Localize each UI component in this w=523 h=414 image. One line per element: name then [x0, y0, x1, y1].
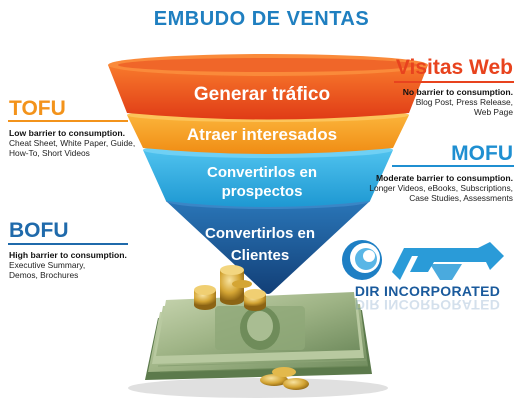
tofu-underline [8, 120, 128, 122]
funnel-stage-1 [108, 65, 428, 120]
tofu-block: TOFU Low barrier to consumption. Cheat S… [9, 97, 189, 159]
bofu-underline [8, 243, 128, 245]
gold-coins-stack-illustration [194, 265, 266, 311]
dir-incorporated-logo-mark [342, 240, 504, 280]
mofu-barrier: Moderate barrier to consumption. [375, 173, 513, 183]
bofu-content-2: Demos, Brochures [9, 270, 79, 280]
page-title: EMBUDO DE VENTAS [153, 8, 370, 30]
funnel-stage-2 [127, 115, 409, 154]
mofu-content-2: Case Studies, Assessments [409, 193, 513, 203]
visitas-web-heading: Visitas Web [395, 56, 513, 79]
tofu-content-1: Cheat Sheet, White Paper, Guide, [9, 138, 136, 148]
bofu-heading: BOFU [9, 219, 69, 242]
visitas-web-content-2: Web Page [474, 107, 513, 117]
tofu-content-2: How-To, Short Videos [9, 148, 90, 158]
funnel-stage-3-label-line2: prospectos [222, 183, 303, 200]
visitas-web-content-1: Blog Post, Press Release, [415, 97, 513, 107]
funnel-stage-4-label-line1: Convertirlos en [205, 225, 315, 242]
tofu-barrier: Low barrier to consumption. [9, 128, 126, 138]
logo-name: DIR INCORPORATED [354, 283, 501, 299]
funnel-stage-1-label: Generar tráfico [194, 84, 330, 105]
funnel-stage-3-label-line1: Convertirlos en [207, 164, 317, 181]
funnel-stage-4-label-line2: Clientes [231, 247, 289, 264]
mofu-heading: MOFU [451, 142, 513, 165]
tofu-heading: TOFU [9, 97, 66, 120]
bofu-content-1: Executive Summary, [9, 260, 86, 270]
mofu-underline [392, 165, 514, 167]
visitas-web-barrier: No barrier to consumption. [402, 87, 513, 97]
bofu-barrier: High barrier to consumption. [9, 250, 127, 260]
visitas-underline [394, 81, 514, 83]
gold-coins-pile-illustration [260, 367, 309, 390]
funnel-stage-2-label: Atraer interesados [187, 125, 337, 144]
funnel-stage-3 [143, 150, 393, 207]
funnel-stage-4 [166, 201, 370, 294]
bofu-block: BOFU High barrier to consumption. Execut… [9, 219, 189, 281]
mofu-block: MOFU Moderate barrier to consumption. Lo… [313, 142, 513, 204]
visitas-web-block: Visitas Web No barrier to consumption. B… [313, 56, 513, 118]
logo-name-reflection: DIR INCORPORATED [354, 297, 501, 313]
mofu-content-1: Longer Videos, eBooks, Subscriptions, [369, 183, 513, 193]
dir-incorporated-logo: DIR INCORPORATED DIR INCORPORATED [340, 283, 515, 313]
money-stack-illustration [128, 292, 388, 398]
